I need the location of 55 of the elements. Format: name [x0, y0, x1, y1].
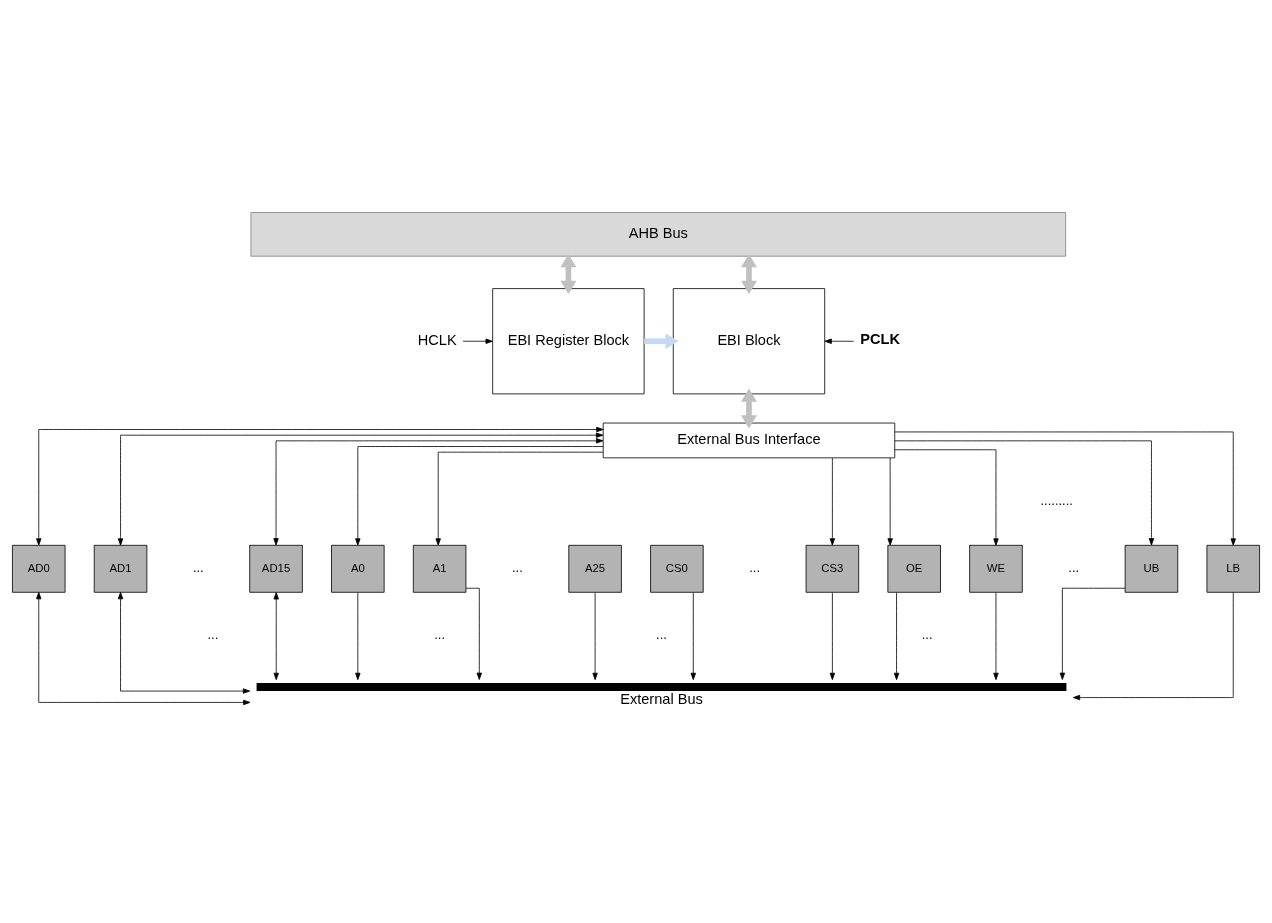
label: ... [921, 627, 933, 643]
arrow [36, 591, 251, 706]
label: ... [192, 559, 204, 575]
arrow [824, 338, 855, 344]
node-box: External Bus Interface [602, 422, 896, 459]
label: ... [511, 559, 523, 575]
arrow [592, 592, 598, 681]
node-box: EBI Register Block [492, 288, 645, 395]
arrow [894, 449, 999, 546]
node-box: A25 [568, 544, 622, 593]
node-box [256, 683, 1067, 692]
label: ......... [1040, 492, 1073, 508]
arrow [560, 254, 577, 294]
arrow [36, 426, 604, 546]
arrow [435, 451, 604, 546]
arrow [894, 440, 1155, 546]
node-box: OE [887, 544, 941, 593]
arrow [829, 592, 836, 681]
node-box: LB [1206, 544, 1260, 593]
arrow [117, 432, 604, 546]
label: ... [1068, 559, 1080, 575]
arrow [740, 388, 757, 429]
label: ... [207, 627, 219, 643]
label: ... [434, 627, 446, 643]
arrow [893, 592, 900, 681]
node-box: A1 [412, 544, 467, 593]
arrow [117, 591, 251, 694]
node-box: UB [1124, 544, 1179, 593]
arrow [993, 592, 999, 681]
node-box: AD0 [12, 544, 66, 593]
node-box: EBI Block [672, 288, 826, 395]
node-box: CS0 [650, 544, 704, 593]
arrow [894, 431, 1236, 546]
arrow [462, 338, 493, 344]
arrow [644, 333, 679, 350]
node-box: A0 [331, 544, 385, 593]
arrow [1059, 587, 1126, 680]
node-text: HCLK [417, 331, 457, 348]
node-label: External Bus [620, 691, 703, 708]
node-text: PCLK [860, 330, 900, 347]
node-box: AD1 [93, 544, 148, 593]
arrow [1072, 592, 1234, 701]
arrow [355, 446, 604, 546]
arrow [887, 457, 893, 546]
arrow [740, 254, 757, 294]
arrow [829, 457, 836, 546]
label: ... [656, 627, 667, 643]
arrow [273, 438, 604, 546]
label: ... [749, 559, 761, 575]
arrow [690, 592, 696, 681]
node-box: AD15 [249, 544, 303, 593]
node-box: CS3 [805, 544, 860, 593]
arrow [355, 592, 361, 681]
arrow [273, 592, 279, 681]
node-box: WE [969, 544, 1023, 593]
